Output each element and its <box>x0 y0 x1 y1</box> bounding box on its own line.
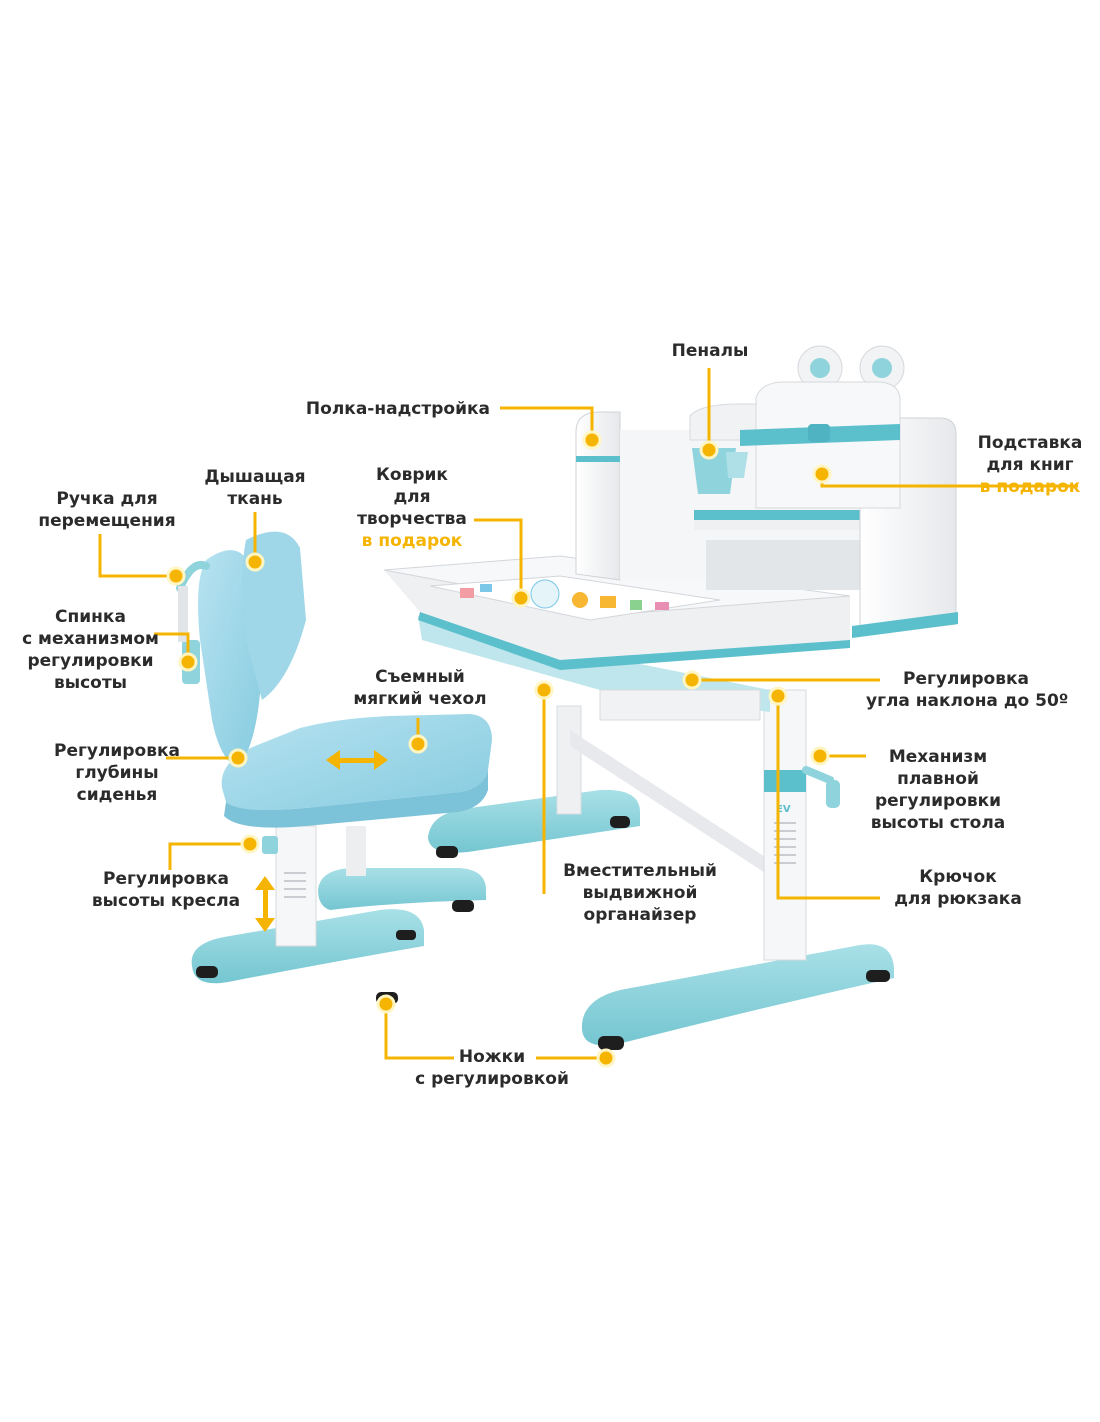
label-line: Дышащая <box>204 467 306 487</box>
label-line: для книг <box>986 455 1074 475</box>
marker-mat <box>511 588 531 608</box>
label-line: с регулировкой <box>415 1069 569 1089</box>
label-line: сиденья <box>76 785 158 805</box>
seat-depth-arrow-icon <box>326 750 388 770</box>
label-line: высоты кресла <box>91 891 241 911</box>
label-line: Коврик <box>376 465 448 485</box>
label-line: Вместительный <box>563 861 717 881</box>
label-line: Регулировка <box>903 669 1029 689</box>
marker-tilt <box>682 670 702 690</box>
label-line: Крючок <box>919 867 997 887</box>
desk: EV <box>383 345 958 1050</box>
label-backrest: Спинка с механизмом регулировки высоты <box>18 606 163 694</box>
gift-note: в подарок <box>979 477 1081 497</box>
label-pencil-cases: Пеналы <box>640 340 780 362</box>
label-line: плавной <box>897 769 979 789</box>
brand-mark: EV <box>776 804 791 815</box>
label-shelf: Полка-надстройка <box>290 398 490 420</box>
label-line: Механизм <box>888 747 988 767</box>
marker-backrest <box>178 652 198 672</box>
marker-hook <box>768 686 788 706</box>
label-line: регулировки <box>874 791 1002 811</box>
marker-book-stand <box>812 464 832 484</box>
label-line: творчества <box>357 509 467 529</box>
label-book-stand: Подставка для книг в подарок <box>960 432 1100 498</box>
label-line: глубины <box>75 763 159 783</box>
label-hook: Крючок для рюкзака <box>888 866 1028 910</box>
label-line: выдвижной <box>582 883 698 903</box>
label-carry-handle: Ручка для перемещения <box>32 488 182 532</box>
label-breathable-fabric: Дышащая ткань <box>195 466 315 510</box>
marker-chair-height <box>240 834 260 854</box>
label-line: с механизмом <box>22 629 159 649</box>
label-line: органайзер <box>583 905 697 925</box>
label-line: Пеналы <box>671 341 749 361</box>
label-line: угла наклона до 50º <box>866 691 1069 711</box>
label-line: Съемный <box>375 667 465 687</box>
chair-height-arrow-icon <box>255 876 275 932</box>
gift-note: в подарок <box>361 531 463 551</box>
label-line: мягкий чехол <box>353 689 487 709</box>
label-line: Подставка <box>977 433 1083 453</box>
label-line: Ножки <box>458 1047 526 1067</box>
label-height-mechanism: Механизм плавной регулировки высоты стол… <box>868 746 1008 834</box>
marker-shelf <box>582 430 602 450</box>
label-line: Полка-надстройка <box>305 399 490 419</box>
marker-organizer <box>534 680 554 700</box>
marker-fabric <box>245 552 265 572</box>
label-tilt: Регулировка угла наклона до 50º <box>866 668 1069 712</box>
label-line: регулировки <box>27 651 154 671</box>
marker-cover <box>408 734 428 754</box>
label-line: ткань <box>227 489 283 509</box>
label-mat: Коврик для творчества в подарок <box>342 464 482 552</box>
marker-pencil-cases <box>699 440 719 460</box>
marker-feet-chair <box>376 994 396 1014</box>
label-line: высоты стола <box>870 813 1006 833</box>
label-line: Регулировка <box>54 741 180 761</box>
label-line: высоты <box>53 673 128 693</box>
marker-mechanism <box>810 746 830 766</box>
label-removable-cover: Съемный мягкий чехол <box>350 666 490 710</box>
label-line: Спинка <box>55 607 126 627</box>
label-line: для <box>393 487 431 507</box>
label-organizer: Вместительный выдвижной органайзер <box>560 860 720 926</box>
marker-seat-depth <box>228 748 248 768</box>
label-line: для рюкзака <box>894 889 1022 909</box>
marker-handle <box>166 566 186 586</box>
label-seat-depth: Регулировка глубины сиденья <box>42 740 192 806</box>
callout-lines <box>98 368 1078 1060</box>
label-line: Ручка для <box>56 489 158 509</box>
label-line: перемещения <box>38 511 176 531</box>
label-line: Регулировка <box>103 869 229 889</box>
marker-feet-desk <box>596 1048 616 1068</box>
callout-markers <box>166 430 832 1068</box>
label-feet: Ножки с регулировкой <box>412 1046 572 1090</box>
label-chair-height: Регулировка высоты кресла <box>86 868 246 912</box>
